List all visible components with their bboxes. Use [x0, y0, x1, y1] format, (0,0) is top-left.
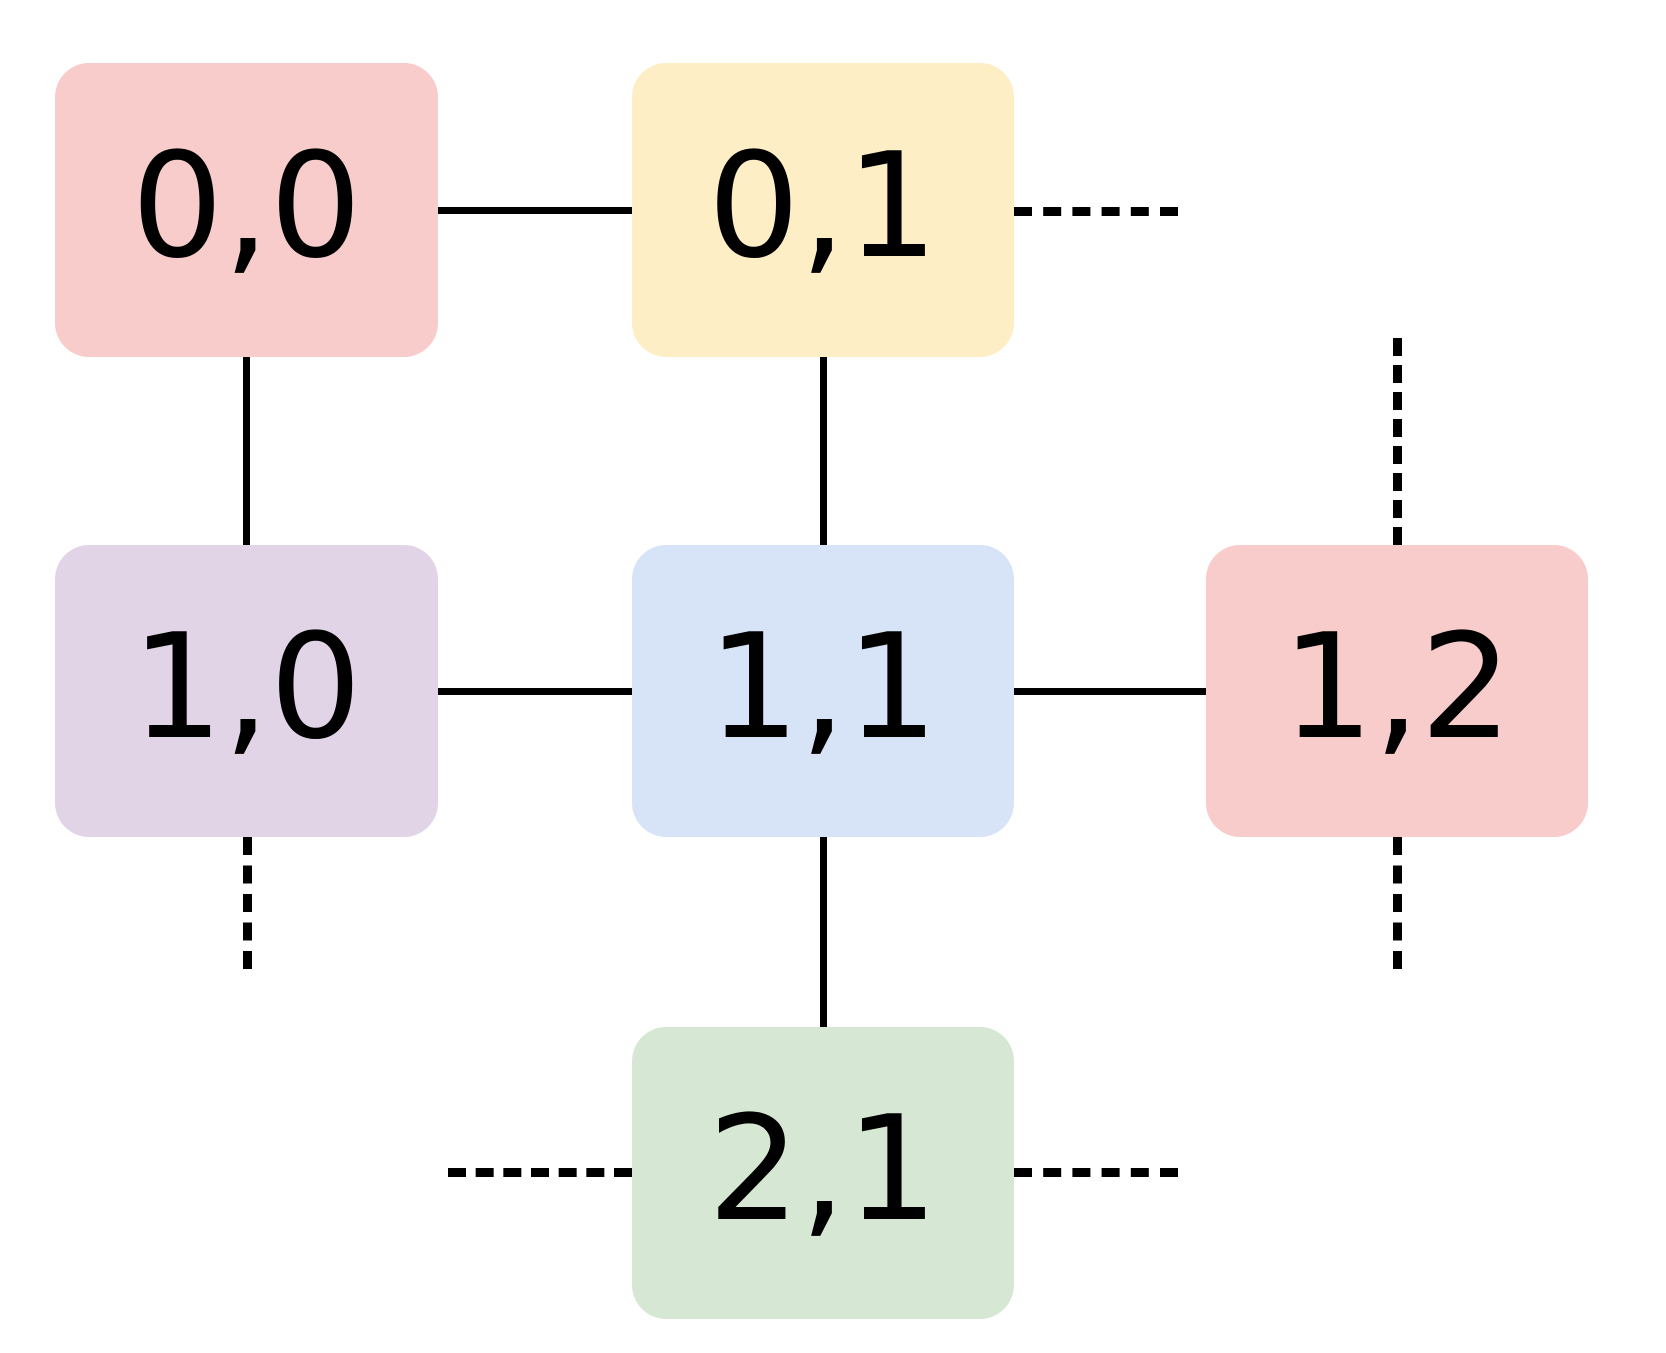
- edge-e-10-11: [438, 688, 632, 695]
- node-label: 0,1: [707, 121, 939, 291]
- edge-e-12-down-stub: [1393, 837, 1402, 969]
- edge-e-21-left-stub: [448, 1168, 632, 1177]
- edge-e-01-right-stub: [1014, 207, 1178, 216]
- node-1-1[interactable]: 1,1: [632, 545, 1014, 837]
- node-label: 1,2: [1281, 602, 1513, 772]
- node-label: 2,1: [707, 1084, 939, 1254]
- node-0-1[interactable]: 0,1: [632, 63, 1014, 357]
- edge-e-00-01: [438, 207, 632, 214]
- edge-e-12-up-stub: [1393, 338, 1402, 545]
- edge-e-11-21: [820, 837, 827, 1027]
- edge-e-11-12: [1014, 688, 1206, 695]
- node-1-0[interactable]: 1,0: [55, 545, 438, 837]
- edge-e-00-10: [243, 357, 250, 545]
- node-label: 0,0: [131, 121, 362, 291]
- node-label: 1,0: [131, 602, 362, 772]
- edge-e-21-right-stub: [1014, 1168, 1178, 1177]
- node-0-0[interactable]: 0,0: [55, 63, 438, 357]
- node-label: 1,1: [707, 602, 939, 772]
- edge-e-10-down-stub: [243, 837, 252, 969]
- node-2-1[interactable]: 2,1: [632, 1027, 1014, 1319]
- edge-e-01-11: [820, 357, 827, 545]
- node-1-2[interactable]: 1,2: [1206, 545, 1588, 837]
